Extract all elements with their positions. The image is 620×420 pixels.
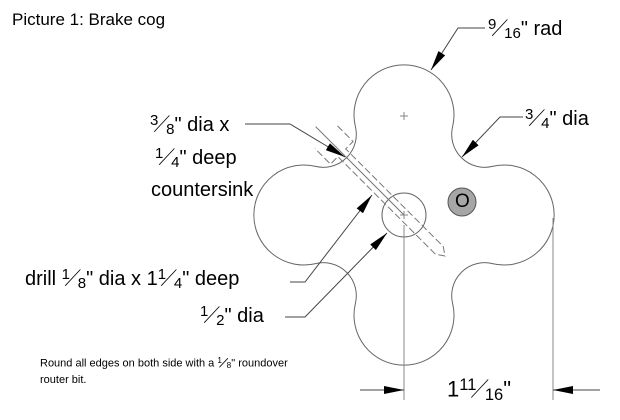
dimension-whole: 1 bbox=[447, 376, 460, 402]
label-countersink: countersink bbox=[151, 179, 254, 201]
label-fillet-dia: 34" dia bbox=[525, 106, 589, 133]
hole-axis-line bbox=[315, 126, 405, 216]
fraction-denominator: 8 bbox=[77, 275, 87, 292]
leader-center-hole bbox=[285, 232, 388, 318]
label-suffix: " dia bbox=[224, 305, 264, 327]
dimension-label: 111 16" bbox=[444, 376, 514, 406]
leader-fillet-dia bbox=[461, 116, 523, 158]
cross-mark-center bbox=[400, 211, 408, 219]
drawing-title: Picture 1: Brake cog bbox=[12, 10, 166, 29]
fraction-denominator: 16 bbox=[484, 385, 504, 404]
label-prefix: drill bbox=[25, 268, 62, 290]
note-line-2: router bit. bbox=[40, 373, 87, 386]
fraction-denominator: 4 bbox=[173, 275, 183, 292]
label-center-hole: 12" dia bbox=[200, 303, 264, 330]
note-prefix: Round all edges on both side with a bbox=[40, 357, 218, 370]
fraction-denominator: 16 bbox=[504, 25, 521, 42]
fraction-denominator: 4 bbox=[171, 154, 180, 171]
label-middle: " dia x 1 bbox=[86, 268, 158, 290]
note-suffix: " roundover bbox=[231, 357, 288, 370]
note-line-1: Round all edges on both side with a 18" … bbox=[40, 353, 288, 373]
note-text: Round all edges on both side with a 18" … bbox=[40, 353, 288, 388]
cross-mark-top bbox=[400, 112, 408, 120]
label-drill: drill 18" dia x 114" deep bbox=[25, 266, 239, 293]
leader-countersink bbox=[245, 123, 346, 158]
fraction-numerator: 9 bbox=[488, 16, 497, 33]
fraction-numerator: 3 bbox=[150, 112, 159, 129]
label-countersink-dia: 38" dia x bbox=[150, 112, 229, 139]
label-suffix: " deep bbox=[182, 268, 240, 290]
fraction-numerator: 1 bbox=[61, 266, 71, 283]
marker-label: O bbox=[455, 191, 470, 212]
label-countersink-depth: 14" deep bbox=[155, 145, 237, 172]
fraction-numerator: 11 bbox=[459, 376, 477, 394]
marker-circle bbox=[447, 187, 477, 217]
leader-lobe-radius bbox=[430, 27, 485, 71]
label-suffix: " deep bbox=[179, 147, 237, 169]
fraction-denominator: 2 bbox=[216, 312, 225, 329]
fraction-denominator: 4 bbox=[541, 115, 550, 132]
cog-outline bbox=[253, 64, 555, 366]
fraction-numerator: 1 bbox=[155, 145, 164, 162]
label-suffix: " bbox=[503, 376, 511, 402]
fraction-numerator: 1 bbox=[217, 356, 222, 365]
fraction-denominator: 8 bbox=[226, 360, 232, 370]
label-suffix: " rad bbox=[520, 18, 563, 40]
fraction-numerator: 1 bbox=[157, 266, 167, 283]
leader-drill bbox=[290, 194, 373, 283]
label-suffix: " dia x bbox=[174, 114, 230, 136]
label-suffix: " dia bbox=[549, 108, 589, 130]
fraction-numerator: 3 bbox=[525, 106, 534, 123]
label-lobe-radius: 9 16" rad bbox=[488, 16, 562, 43]
fraction-denominator: 8 bbox=[166, 121, 175, 138]
countersink-hole bbox=[314, 125, 446, 257]
fraction-numerator: 1 bbox=[200, 303, 209, 320]
